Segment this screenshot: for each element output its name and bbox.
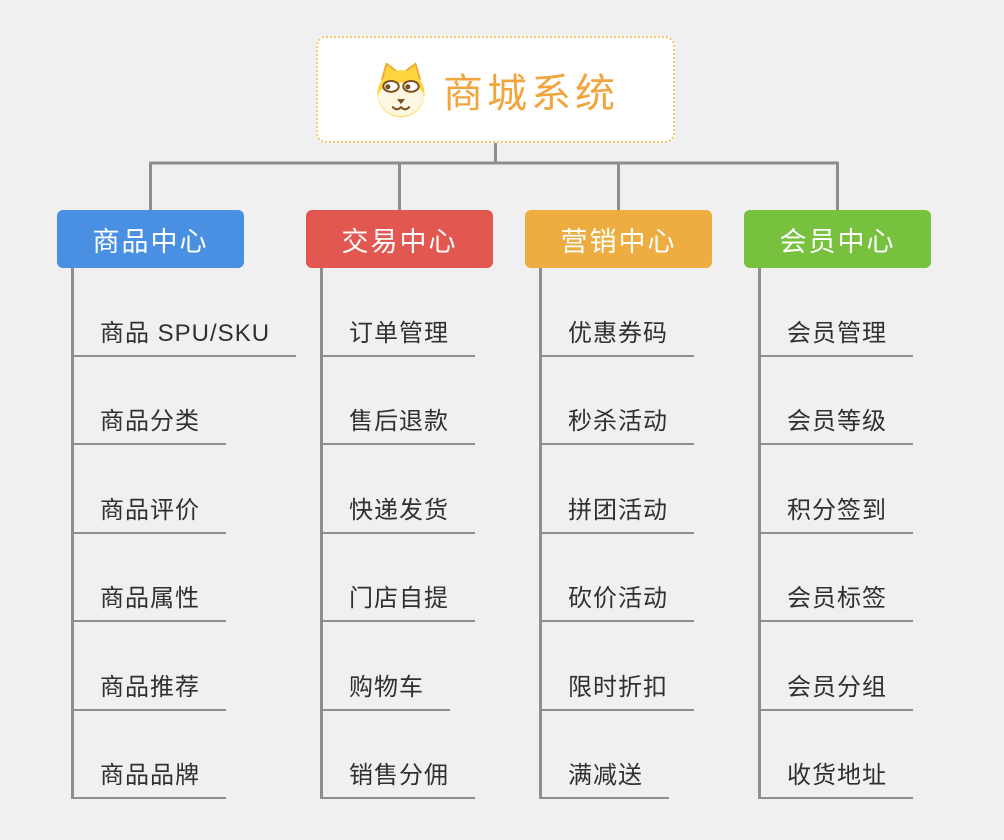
leaf-node[interactable]: 商品 SPU/SKU bbox=[71, 268, 297, 357]
branch-node-label: 交易中心 bbox=[341, 226, 458, 257]
leaf-node[interactable]: 商品评价 bbox=[71, 445, 226, 534]
leaf-node[interactable]: 订单管理 bbox=[320, 268, 475, 357]
leaf-node[interactable]: 售后退款 bbox=[320, 357, 475, 445]
leaf-node[interactable]: 拼团活动 bbox=[539, 445, 694, 534]
root-node[interactable]: 商城系统 bbox=[316, 36, 675, 143]
leaf-node[interactable]: 会员标签 bbox=[758, 534, 913, 622]
leaf-node-label: 优惠券码 bbox=[568, 319, 668, 347]
branch-rail-line bbox=[149, 161, 839, 210]
leaf-node[interactable]: 限时折扣 bbox=[539, 622, 694, 711]
leaf-node-label: 会员分组 bbox=[787, 673, 887, 701]
leaf-node-label: 会员标签 bbox=[787, 585, 887, 612]
dog-face-icon bbox=[377, 62, 425, 117]
leaf-node[interactable]: 商品推荐 bbox=[71, 622, 226, 711]
branch-node-member-center[interactable]: 会员中心 bbox=[744, 210, 931, 268]
leaf-node-label: 售后退款 bbox=[349, 408, 449, 435]
leaf-node[interactable]: 砍价活动 bbox=[539, 534, 694, 622]
leaf-node-label: 拼团活动 bbox=[568, 496, 668, 524]
leaf-node-label: 商品 SPU/SKU bbox=[100, 319, 271, 347]
leaf-node-label: 商品推荐 bbox=[100, 673, 200, 701]
member-center-items: 会员管理 会员等级 积分签到 会员标签 会员分组 收货地址 bbox=[758, 268, 913, 799]
trade-center-items: 订单管理 售后退款 快递发货 门店自提 购物车 销售分佣 bbox=[320, 268, 475, 799]
leaf-node[interactable]: 门店自提 bbox=[320, 534, 475, 622]
product-center-items: 商品 SPU/SKU 商品分类 商品评价 商品属性 商品推荐 商品品牌 bbox=[71, 268, 297, 799]
leaf-node-label: 订单管理 bbox=[349, 319, 449, 347]
leaf-node[interactable]: 会员管理 bbox=[758, 268, 913, 357]
leaf-node[interactable]: 收货地址 bbox=[758, 711, 913, 799]
branch-node-label: 会员中心 bbox=[779, 226, 896, 257]
branch-node-marketing-center[interactable]: 营销中心 bbox=[525, 210, 712, 268]
leaf-node[interactable]: 销售分佣 bbox=[320, 711, 475, 799]
marketing-center-items: 优惠券码 秒杀活动 拼团活动 砍价活动 限时折扣 满减送 bbox=[539, 268, 694, 799]
leaf-node[interactable]: 优惠券码 bbox=[539, 268, 694, 357]
leaf-node-label: 快递发货 bbox=[349, 496, 449, 524]
leaf-node-label: 限时折扣 bbox=[568, 673, 668, 701]
leaf-node[interactable]: 购物车 bbox=[320, 622, 450, 711]
leaf-node-label: 商品属性 bbox=[100, 585, 200, 612]
leaf-node-label: 商品分类 bbox=[100, 408, 200, 435]
branch-node-label: 营销中心 bbox=[560, 226, 677, 257]
leaf-node[interactable]: 快递发货 bbox=[320, 445, 475, 534]
leaf-node-label: 收货地址 bbox=[787, 762, 887, 789]
branch-node-trade-center[interactable]: 交易中心 bbox=[306, 210, 493, 268]
leaf-node-label: 会员管理 bbox=[787, 319, 887, 347]
leaf-node[interactable]: 商品属性 bbox=[71, 534, 226, 622]
leaf-node[interactable]: 商品品牌 bbox=[71, 711, 226, 799]
leaf-node[interactable]: 会员等级 bbox=[758, 357, 913, 445]
leaf-node-label: 商品品牌 bbox=[100, 762, 200, 789]
leaf-node[interactable]: 积分签到 bbox=[758, 445, 913, 534]
leaf-node-label: 购物车 bbox=[349, 673, 424, 701]
leaf-node-label: 商品评价 bbox=[100, 496, 200, 524]
leaf-node[interactable]: 满减送 bbox=[539, 711, 669, 799]
leaf-node-label: 积分签到 bbox=[787, 496, 887, 524]
leaf-node-label: 销售分佣 bbox=[349, 762, 449, 789]
leaf-node[interactable]: 会员分组 bbox=[758, 622, 913, 711]
leaf-node[interactable]: 商品分类 bbox=[71, 357, 226, 445]
branch-node-label: 商品中心 bbox=[92, 226, 209, 257]
leaf-node-label: 砍价活动 bbox=[568, 585, 668, 612]
root-node-label: 商城系统 bbox=[443, 71, 619, 116]
leaf-node-label: 满减送 bbox=[568, 762, 643, 789]
branch-node-product-center[interactable]: 商品中心 bbox=[57, 210, 244, 268]
leaf-node-label: 会员等级 bbox=[787, 408, 887, 435]
leaf-node-label: 秒杀活动 bbox=[568, 408, 668, 435]
leaf-node-label: 门店自提 bbox=[349, 585, 449, 612]
leaf-node[interactable]: 秒杀活动 bbox=[539, 357, 694, 445]
